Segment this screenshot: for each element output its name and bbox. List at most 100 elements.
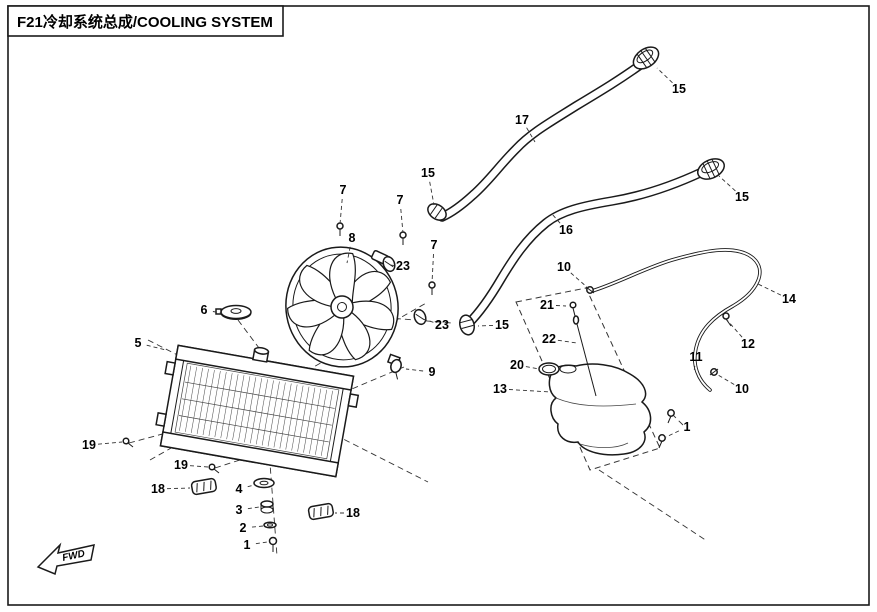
hose-cap-15-top [632,46,660,70]
screw-1-bottom [268,536,278,552]
cooling-fan [285,246,399,368]
leader-line-19 [189,465,209,468]
clamp-23b [413,308,427,326]
leader-line-1 [255,541,268,545]
leader-line-21 [555,305,567,307]
tank-screw-1b [658,434,666,449]
title-box [7,5,284,37]
callout-7: 7 [397,193,404,207]
callout-19: 19 [82,438,96,452]
leader-line-17 [526,127,536,143]
page-border [7,5,870,606]
leader-line-7 [400,208,404,234]
leader-line-18 [166,487,191,490]
leader-line-7 [431,253,434,284]
callout-1: 1 [684,420,691,434]
dipstick-21-22 [569,301,597,397]
leader-line-15 [718,175,736,192]
leader-line-15 [477,324,494,327]
callout-14: 14 [782,292,796,306]
callout-20: 20 [510,358,524,372]
callout-18: 18 [346,506,360,520]
leader-line-22 [557,339,578,344]
screw-7a [336,222,344,236]
callout-12: 12 [741,337,755,351]
hose-cap-15-right [697,158,725,180]
callout-15: 15 [421,166,435,180]
washer-4 [253,477,275,489]
screw-7c [428,281,436,295]
callout-2: 2 [240,521,247,535]
radiator [155,344,360,478]
radiator-bracket-left-bottom [155,411,167,427]
screw-7b [399,231,407,245]
leader-line-20 [525,366,540,370]
callout-22: 22 [542,332,556,346]
reservoir-cap-20 [538,362,560,376]
callout-15: 15 [735,190,749,204]
callout-17: 17 [515,113,529,127]
tank-screw-1a [667,409,675,424]
fan-blades [287,252,395,361]
callout-7: 7 [431,238,438,252]
leader-line-1 [665,430,680,438]
screw-19-left [122,437,134,448]
temp-sensor-9 [386,353,402,380]
callout-21: 21 [540,298,554,312]
radiator-bracket-left-top [164,360,176,376]
leader-line-5 [146,344,167,351]
leader-line-3 [247,506,260,510]
leader-line-12 [726,319,743,338]
hose-clip-10-bottom [709,368,719,376]
leader-lines [97,67,782,545]
callout-5: 5 [135,336,142,350]
callout-9: 9 [429,365,436,379]
callout-3: 3 [236,503,243,517]
callout-15: 15 [672,82,686,96]
page-title: F21冷却系统总成/COOLING SYSTEM [17,13,273,31]
hose-16 [464,167,707,328]
leader-line-9 [405,368,424,372]
washer-2 [263,521,277,529]
radiator-bottom-tank [159,431,340,478]
leader-line-2 [251,525,264,528]
leader-line-14 [757,283,782,296]
callout-15: 15 [495,318,509,332]
callout-10: 10 [557,260,571,274]
fan-hub [330,295,354,319]
hose-clamp-15-bottom [459,314,475,336]
callout-11: 11 [689,350,702,364]
leader-line-11 [693,365,696,373]
hose-clip-12 [722,312,732,327]
callout-6: 6 [201,303,208,317]
leader-line-16 [551,213,561,224]
fwd-arrow: FWD [36,542,95,576]
leader-line-7 [339,198,343,225]
callout-18: 18 [151,482,165,496]
grommet-3 [260,500,274,514]
leader-line-10 [717,374,735,385]
radiator-core [174,362,340,460]
callout-13: 13 [493,382,507,396]
hose-17 [437,58,648,222]
callout-4: 4 [236,482,243,496]
clamp-23a [382,255,396,273]
leader-line-13 [508,389,552,393]
reservoir-tank [538,301,675,456]
leader-line-15 [429,181,435,206]
leader-line-8 [346,246,351,264]
screw-19-mid [208,463,220,474]
radiator-cap-6 [215,304,252,320]
mount-pad-18-right [307,502,334,521]
callout-23: 23 [435,318,449,332]
leader-line-4 [247,484,255,488]
radiator-core-hatch [179,365,333,456]
leader-line-19 [97,441,123,445]
callout-1: 1 [244,538,251,552]
callout-23: 23 [396,259,410,273]
callout-19: 19 [174,458,188,472]
callout-8: 8 [349,231,356,245]
